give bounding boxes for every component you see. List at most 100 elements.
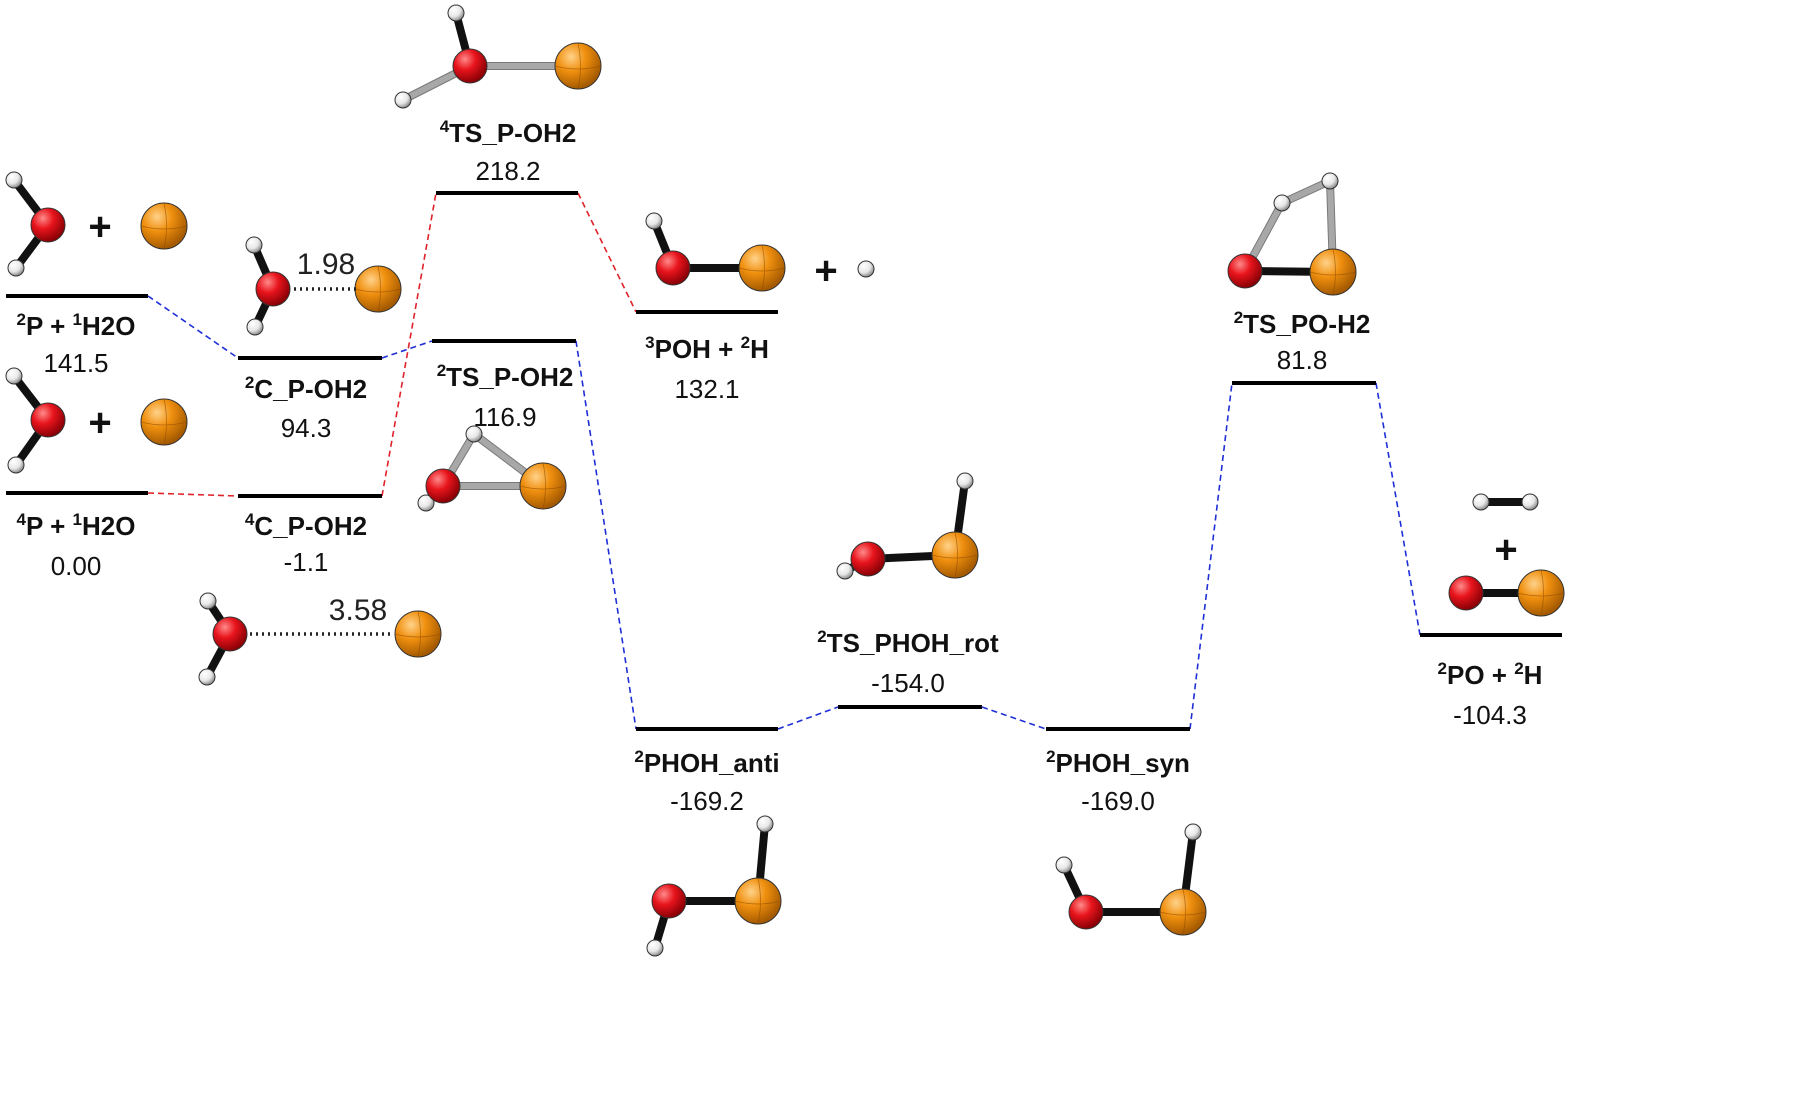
molecule-ts-phoh-rot	[836, 472, 979, 580]
p-atom-shading	[1517, 569, 1565, 617]
h-atom	[245, 236, 263, 254]
connection-ts_phoh_rot-to-phoh_syn	[981, 706, 1047, 730]
energy-c_p_oh2_doublet: 94.3	[281, 413, 332, 443]
p-atom-shading	[1159, 888, 1207, 936]
distance-label-3-58: 3.58	[329, 594, 387, 627]
p-atom-shading	[554, 42, 602, 90]
p-atom	[394, 610, 442, 658]
p-atom	[554, 42, 602, 90]
p-atom	[738, 244, 786, 292]
o-atom	[651, 883, 687, 919]
connection-ts_p_oh2_doublet-to-phoh_anti	[575, 340, 637, 730]
molecule-structures: + +1.98 3.58 + +	[5, 4, 1565, 957]
p-atom	[1159, 888, 1207, 936]
p-atom-shading	[140, 398, 188, 446]
molecule-ts-p-oh2-doublet	[417, 425, 567, 512]
h-atom	[7, 456, 25, 474]
energy-poh_h: 132.1	[674, 374, 739, 404]
p-atom	[734, 877, 782, 925]
plus-sign: +	[1494, 528, 1517, 572]
h-atom	[645, 212, 663, 230]
h-atom	[465, 425, 483, 443]
energy-phoh_syn: -169.0	[1081, 786, 1155, 816]
h-atom	[1521, 493, 1539, 511]
label-poh_h: 3POH + 2H	[645, 333, 769, 364]
molecule-poh-h	[645, 212, 875, 292]
p-atom	[1517, 569, 1565, 617]
o-atom	[1068, 894, 1104, 930]
label-ts_p_oh2_quartet: 4TS_P-OH2	[440, 117, 577, 148]
o-atom	[1448, 575, 1484, 611]
connection-p_h2o_doublet-to-c_p_oh2_doublet	[147, 295, 239, 359]
p-atom-shading	[140, 202, 188, 250]
energy-p_h2o_doublet: 141.5	[43, 348, 108, 378]
h-atom	[198, 668, 216, 686]
o-atom	[1227, 253, 1263, 289]
energy-ts_po_h2: 81.8	[1277, 345, 1328, 375]
h-atom	[5, 171, 23, 189]
label-c_p_oh2_quartet: 4C_P-OH2	[245, 510, 367, 541]
molecule-phoh-anti	[646, 815, 782, 957]
bond-h-h	[1279, 178, 1333, 206]
p-atom-shading	[931, 531, 979, 579]
p-atom	[1309, 248, 1357, 296]
p-atom	[140, 398, 188, 446]
label-c_p_oh2_doublet: 2C_P-OH2	[245, 373, 367, 404]
plus-sign: +	[814, 249, 837, 293]
label-po_h: 2PO + 2H	[1438, 659, 1543, 690]
label-p_h2o_doublet: 2P + 1H2O	[17, 310, 136, 341]
h-atom	[836, 562, 854, 580]
o-atom	[850, 541, 886, 577]
connection-c_p_oh2_doublet-to-ts_p_oh2_doublet	[381, 340, 433, 359]
o-atom	[452, 48, 488, 84]
h-atom	[1273, 194, 1291, 212]
o-atom	[30, 207, 66, 243]
p-atom	[931, 531, 979, 579]
connection-c_p_oh2_quartet-to-ts_p_oh2_quartet	[381, 192, 437, 497]
label-p_h2o_quartet: 4P + 1H2O	[17, 510, 136, 541]
h-atom	[956, 472, 974, 490]
molecule-c-p-oh2-quartet	[198, 592, 442, 686]
p-atom-shading	[738, 244, 786, 292]
plus-sign: +	[88, 401, 111, 445]
energy-ts_phoh_rot: -154.0	[871, 668, 945, 698]
h-atom	[246, 318, 264, 336]
energy-ts_p_oh2_quartet: 218.2	[475, 156, 540, 186]
molecule-p-h2o-quartet	[5, 367, 188, 474]
h-atom	[7, 259, 25, 277]
h-atom	[5, 367, 23, 385]
o-atom	[655, 250, 691, 286]
connection-phoh_anti-to-ts_phoh_rot	[777, 706, 839, 730]
p-atom-shading	[1309, 248, 1357, 296]
h-atom	[417, 494, 435, 512]
energy-c_p_oh2_quartet: -1.1	[284, 547, 329, 577]
molecule-ts-po-h2	[1227, 172, 1357, 296]
label-phoh_syn: 2PHOH_syn	[1046, 747, 1190, 778]
p-atom	[354, 265, 402, 313]
plus-sign: +	[88, 205, 111, 249]
h-atom	[394, 91, 412, 109]
p-atom-shading	[394, 610, 442, 658]
connection-lines	[147, 192, 1421, 730]
p-atom	[519, 462, 567, 510]
connection-ts_p_oh2_quartet-to-poh_h	[577, 192, 637, 313]
molecule-p-h2o-doublet	[5, 171, 188, 277]
h-atom	[1055, 856, 1073, 874]
energy-levels	[6, 191, 1562, 731]
h-atom	[1472, 493, 1490, 511]
label-ts_po_h2: 2TS_PO-H2	[1234, 308, 1371, 339]
h-atom	[756, 815, 774, 833]
p-atom-shading	[519, 462, 567, 510]
h-atom	[199, 592, 217, 610]
h-atom-free	[857, 260, 875, 278]
distance-label-1-98: 1.98	[297, 248, 355, 281]
molecule-c-p-oh2-doublet	[245, 236, 402, 336]
p-atom-shading	[734, 877, 782, 925]
o-atom	[425, 468, 461, 504]
connection-ts_po_h2-to-po_h	[1375, 382, 1421, 636]
o-atom	[30, 402, 66, 438]
energy-ts_p_oh2_doublet: 116.9	[473, 402, 536, 432]
energy-phoh_anti: -169.2	[670, 786, 744, 816]
label-phoh_anti: 2PHOH_anti	[634, 747, 779, 778]
